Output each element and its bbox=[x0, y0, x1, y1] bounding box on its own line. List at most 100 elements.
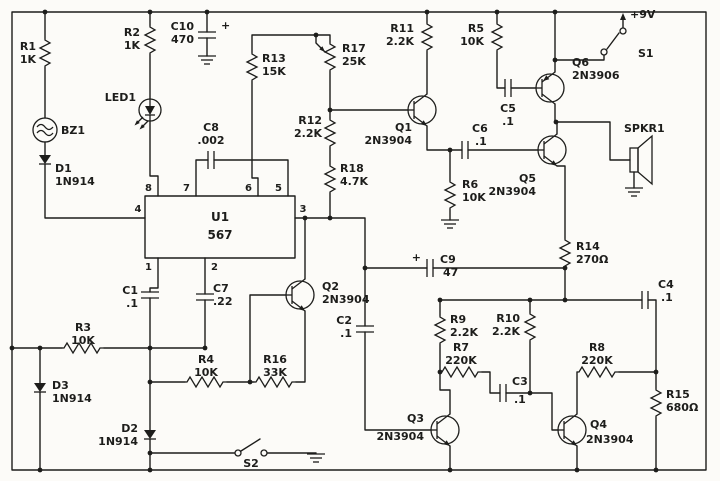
value-D2: 1N914 bbox=[98, 435, 138, 448]
label-R4: R4 bbox=[198, 353, 214, 366]
junction-dot bbox=[527, 390, 533, 396]
value-Q5: 2N3904 bbox=[489, 185, 537, 198]
junction-dot bbox=[327, 215, 333, 221]
label-switch-s1: S1 bbox=[638, 47, 654, 60]
value-U1: 567 bbox=[207, 228, 232, 242]
label-Q1: Q1 bbox=[395, 121, 412, 134]
label-R6: R6 bbox=[462, 178, 478, 191]
value-R10: 2.2K bbox=[492, 325, 520, 338]
label-SPKR1: SPKR1 bbox=[624, 122, 665, 135]
label-R1: R1 bbox=[20, 40, 36, 53]
value-C5: .1 bbox=[502, 115, 514, 128]
R17-wiper-arrow-icon bbox=[319, 46, 325, 52]
value-R14: 270Ω bbox=[576, 253, 609, 266]
D3-diode bbox=[33, 382, 47, 393]
junction-dot bbox=[37, 467, 43, 473]
U1-ic-body bbox=[144, 195, 296, 259]
value-C1: .1 bbox=[126, 297, 138, 310]
value-R16: 33K bbox=[263, 366, 287, 379]
label-Q2: Q2 bbox=[322, 280, 339, 293]
value-R11: 2.2K bbox=[386, 35, 414, 48]
junction-dot bbox=[494, 9, 500, 15]
label-R12: R12 bbox=[298, 114, 322, 127]
value-R15: 680Ω bbox=[666, 401, 699, 414]
junction-dot bbox=[437, 369, 443, 375]
label-R15: R15 bbox=[666, 388, 690, 401]
junction-dot bbox=[562, 265, 568, 271]
junction-dot bbox=[653, 369, 659, 375]
label-D2: D2 bbox=[121, 422, 138, 435]
junction-dot bbox=[147, 467, 153, 473]
junction-dot bbox=[202, 345, 208, 351]
wires bbox=[11, 11, 657, 471]
label-Q6: Q6 bbox=[572, 56, 589, 69]
value-C3: .1 bbox=[514, 393, 526, 406]
C9-capacitor bbox=[426, 258, 434, 278]
label-C7: C7 bbox=[213, 282, 229, 295]
R5-resistor bbox=[491, 21, 503, 53]
value-C9: 47 bbox=[443, 266, 458, 279]
R7-resistor bbox=[439, 366, 483, 378]
ground-icon bbox=[306, 453, 326, 463]
Q1-transistor bbox=[407, 93, 437, 127]
junction-dot bbox=[302, 215, 308, 221]
pin-label-8: 8 bbox=[145, 183, 152, 194]
value-C4: .1 bbox=[661, 291, 673, 304]
ground-icon bbox=[197, 55, 217, 65]
junction-dot bbox=[9, 345, 15, 351]
value-R9: 2.2K bbox=[450, 326, 478, 339]
junction-dots bbox=[9, 9, 659, 473]
R9-resistor bbox=[434, 314, 446, 346]
label-R14: R14 bbox=[576, 240, 600, 253]
value-C7: .22 bbox=[213, 295, 233, 308]
junction-dot bbox=[447, 467, 453, 473]
R14-resistor bbox=[559, 237, 571, 269]
junction-dot bbox=[37, 345, 43, 351]
label-polarity-c10: + bbox=[221, 19, 230, 32]
value-R6: 10K bbox=[462, 191, 486, 204]
R1-resistor bbox=[39, 37, 51, 69]
C7-capacitor bbox=[195, 293, 215, 301]
label-power-9v: +9V bbox=[630, 8, 656, 21]
label-BZ1: BZ1 bbox=[61, 124, 85, 137]
pin-label-2: 2 bbox=[211, 262, 218, 273]
value-R17: 25K bbox=[342, 55, 366, 68]
R18-resistor bbox=[324, 163, 336, 195]
value-Q3: 2N3904 bbox=[377, 430, 425, 443]
label-D3: D3 bbox=[52, 379, 69, 392]
label-R8: R8 bbox=[589, 341, 605, 354]
value-Q6: 2N3906 bbox=[572, 69, 620, 82]
pin-label-5: 5 bbox=[275, 183, 282, 194]
value-C6: .1 bbox=[475, 135, 487, 148]
pin-label-6: 6 bbox=[245, 183, 252, 194]
value-R18: 4.7K bbox=[340, 175, 368, 188]
value-Q2: 2N3904 bbox=[322, 293, 370, 306]
value-R4: 10K bbox=[194, 366, 218, 379]
junction-dot bbox=[147, 450, 153, 456]
value-R1: 1K bbox=[20, 53, 37, 66]
label-C8: C8 bbox=[203, 121, 219, 134]
label-R16: R16 bbox=[263, 353, 287, 366]
label-R13: R13 bbox=[262, 52, 286, 65]
value-C10: 470 bbox=[171, 33, 194, 46]
SPKR1-speaker-icon bbox=[629, 134, 653, 186]
junction-dot bbox=[553, 119, 559, 125]
label-LED1: LED1 bbox=[105, 91, 136, 104]
value-Q1: 2N3904 bbox=[365, 134, 413, 147]
value-R5: 10K bbox=[460, 35, 484, 48]
Q3-transistor bbox=[430, 413, 460, 447]
junction-dot bbox=[437, 297, 443, 303]
pin-label-7: 7 bbox=[183, 183, 190, 194]
label-C10: C10 bbox=[171, 20, 195, 33]
junction-dot bbox=[362, 265, 368, 271]
component-symbols bbox=[32, 13, 662, 463]
value-R2: 1K bbox=[124, 39, 141, 52]
label-R5: R5 bbox=[468, 22, 484, 35]
label-Q3: Q3 bbox=[407, 412, 424, 425]
Q5-transistor bbox=[537, 133, 567, 167]
C4-capacitor bbox=[641, 290, 649, 310]
ground-icon bbox=[624, 187, 644, 197]
label-C2: C2 bbox=[336, 314, 352, 327]
label-C4: C4 bbox=[658, 278, 674, 291]
